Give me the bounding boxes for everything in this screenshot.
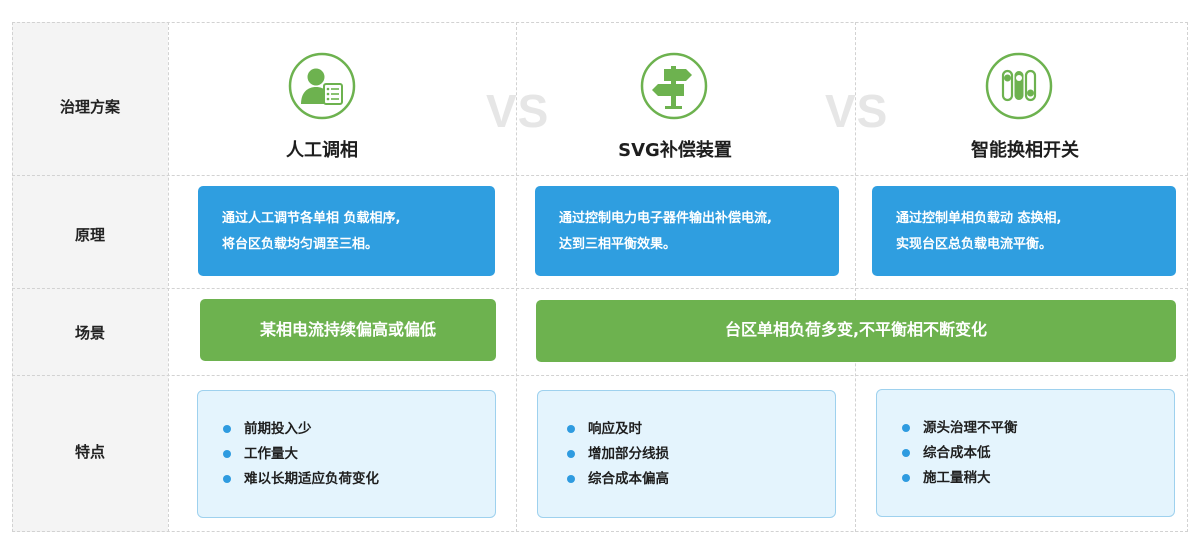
row-divider	[12, 288, 1188, 289]
row-divider	[12, 175, 1188, 176]
principle-box: 通过控制单相负载动 态换相, 实现台区总负载电流平衡。	[872, 186, 1176, 276]
row-label-principle: 原理	[74, 226, 105, 244]
feature-item: 施工量稍大	[902, 468, 1174, 493]
row-label-column	[12, 22, 168, 532]
principle-line: 将台区负载均匀调至三相。	[222, 237, 379, 252]
feature-item: 增加部分线损	[567, 444, 835, 469]
principle-line: 通过控制单相负载动 态换相,	[896, 211, 1062, 226]
table-border	[12, 22, 1188, 532]
vs-label: VS	[825, 85, 889, 137]
scenario-box-auto: 台区单相负荷多变,不平衡相不断变化	[536, 300, 1176, 362]
features-box: 前期投入少 工作量大 难以长期适应负荷变化	[197, 390, 496, 518]
column-divider	[168, 22, 169, 532]
row-label-scheme: 治理方案	[59, 98, 120, 116]
column-title: SVG补偿装置	[618, 140, 732, 161]
row-label-features: 特点	[74, 443, 105, 461]
principle-line: 通过控制电力电子器件输出补偿电流,	[559, 211, 772, 226]
column-divider	[516, 22, 517, 532]
principle-box: 通过人工调节各单相 负载相序, 将台区负载均匀调至三相。	[198, 186, 495, 276]
features-box: 响应及时 增加部分线损 综合成本偏高	[537, 390, 836, 518]
feature-item: 难以长期适应负荷变化	[223, 469, 495, 494]
principle-box: 通过控制电力电子器件输出补偿电流, 达到三相平衡效果。	[535, 186, 839, 276]
row-divider	[12, 375, 1188, 376]
switch-toggles-icon	[985, 52, 1053, 120]
feature-item: 源头治理不平衡	[902, 418, 1174, 443]
feature-item: 工作量大	[223, 444, 495, 469]
principle-line: 达到三相平衡效果。	[559, 237, 677, 252]
row-label-scenario: 场景	[74, 324, 105, 342]
features-box: 源头治理不平衡 综合成本低 施工量稍大	[876, 389, 1175, 517]
feature-item: 综合成本偏高	[567, 469, 835, 494]
principle-line: 通过人工调节各单相 负载相序,	[222, 211, 401, 226]
signpost-icon	[640, 52, 708, 120]
feature-item: 综合成本低	[902, 443, 1174, 468]
feature-item: 前期投入少	[223, 419, 495, 444]
principle-line: 实现台区总负载电流平衡。	[896, 237, 1053, 252]
column-divider	[855, 22, 856, 532]
person-with-list-icon	[288, 52, 356, 120]
scenario-box-manual: 某相电流持续偏高或偏低	[200, 299, 496, 361]
feature-item: 响应及时	[567, 419, 835, 444]
vs-label: VS	[486, 85, 550, 137]
column-title: 人工调相	[286, 140, 358, 161]
column-title: 智能换相开关	[971, 140, 1079, 161]
